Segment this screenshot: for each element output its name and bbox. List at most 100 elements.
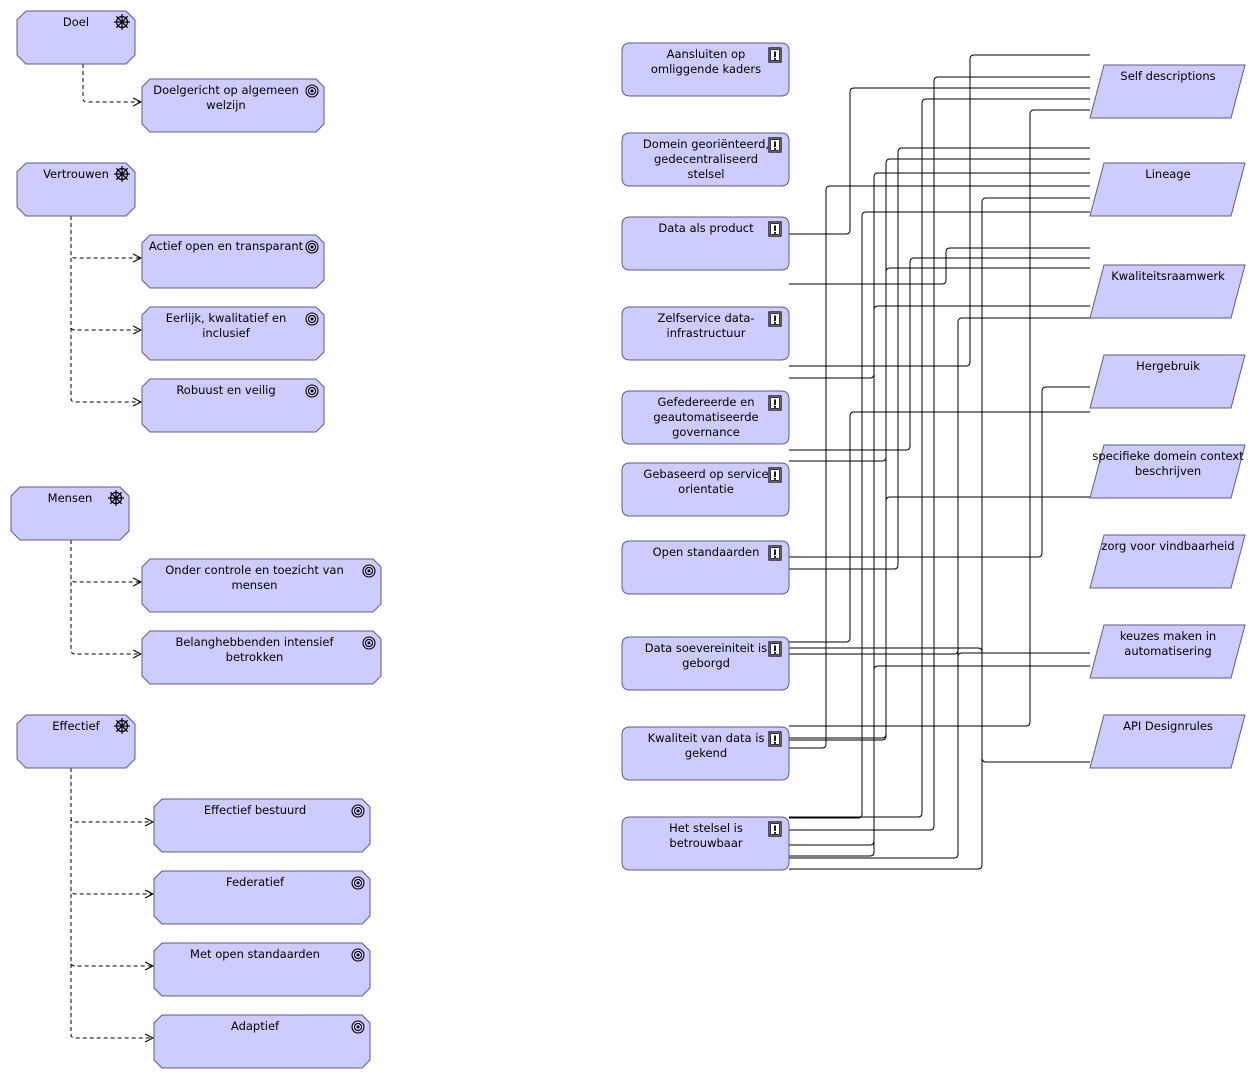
principle-domein[interactable]: Domein georiënteerd,gedecentraliseerdste… — [621, 132, 790, 187]
deliverable-label: keuzes maken in — [1120, 629, 1216, 643]
arrow-head — [144, 889, 155, 899]
realization-connector — [789, 185, 1090, 749]
realization-connector — [789, 647, 1090, 763]
exclamation-icon — [768, 731, 782, 747]
goal-adaptief[interactable]: Adaptief — [153, 1014, 371, 1069]
deliverable-lineage[interactable]: Lineage — [1089, 162, 1246, 217]
driver-label: Vertrouwen — [43, 167, 109, 181]
deliverable-kwaliteitsraamwerk[interactable]: Kwaliteitsraamwerk — [1089, 264, 1246, 319]
goal-label: welzijn — [206, 98, 245, 112]
connection-layer — [70, 54, 1090, 1043]
influence-connector — [70, 540, 141, 583]
driver-effectief[interactable]: Effectief — [16, 714, 136, 769]
realization-connector — [789, 267, 1090, 741]
principle-label: omliggende kaders — [651, 62, 761, 76]
realization-connector — [789, 305, 1090, 846]
influence-connector — [70, 768, 153, 1039]
goal-effectief-bestuurd[interactable]: Effectief bestuurd — [153, 798, 371, 853]
target-icon — [305, 384, 319, 398]
target-icon — [305, 240, 319, 254]
influence-connector — [70, 216, 141, 259]
driver-mensen[interactable]: Mensen — [10, 486, 130, 541]
deliverable-api-designrules[interactable]: API Designrules — [1089, 714, 1246, 769]
arrow-head — [132, 97, 143, 107]
principle-zelfservice[interactable]: Zelfservice data-infrastructuur — [621, 306, 790, 361]
realization-connector — [789, 158, 1090, 462]
target-icon — [362, 636, 376, 650]
goal-label: Effectief bestuurd — [204, 803, 306, 817]
exclamation-icon — [768, 545, 782, 561]
realization-connector — [789, 76, 1090, 831]
realization-connector — [789, 386, 1090, 558]
realization-connector — [789, 98, 1090, 818]
goal-federatief[interactable]: Federatief — [153, 870, 371, 925]
driver-vertrouwen[interactable]: Vertrouwen — [16, 162, 136, 217]
deliverable-self-descriptions[interactable]: Self descriptions — [1089, 64, 1246, 119]
goal-met-open-standaarden[interactable]: Met open standaarden — [153, 942, 371, 997]
goal-label: Met open standaarden — [190, 947, 320, 961]
arrow-head — [132, 649, 143, 659]
realization-connector — [789, 211, 1090, 819]
principle-label: gekend — [685, 746, 727, 760]
principle-label: stelsel — [687, 167, 724, 181]
arrow-head — [132, 325, 143, 335]
principle-label: governance — [672, 425, 740, 439]
deliverable-label: automatisering — [1124, 644, 1211, 658]
goal-label: Eerlijk, kwalitatief en — [166, 311, 287, 325]
target-icon — [362, 564, 376, 578]
principle-open-standaarden[interactable]: Open standaarden — [621, 540, 790, 595]
principle-label: Zelfservice data- — [657, 311, 754, 325]
target-icon — [305, 84, 319, 98]
deliverable-vindbaarheid[interactable]: zorg voor vindbaarheid — [1089, 534, 1246, 589]
target-icon — [351, 876, 365, 890]
arrow-head — [144, 961, 155, 971]
target-icon — [351, 804, 365, 818]
deliverable-label: beschrijven — [1135, 464, 1201, 478]
arrow-head — [132, 577, 143, 587]
realization-connector — [789, 665, 1090, 857]
realization-connector — [789, 172, 1090, 379]
arrow-head — [144, 1033, 155, 1043]
realization-connector — [789, 109, 1090, 727]
realization-connector — [789, 54, 1090, 367]
exclamation-icon — [768, 641, 782, 657]
deliverable-label: Kwaliteitsraamwerk — [1111, 269, 1225, 283]
principle-label: Domein georiënteerd, — [643, 137, 769, 151]
goal-label: Robuust en veilig — [176, 383, 275, 397]
goal-label: mensen — [232, 578, 278, 592]
realization-connector — [789, 247, 1090, 285]
principle-label: geautomatiseerde — [653, 410, 758, 424]
goal-robuust[interactable]: Robuust en veilig — [141, 378, 325, 433]
goal-label: inclusief — [202, 326, 251, 340]
driver-doel[interactable]: Doel — [16, 10, 136, 65]
principle-label: geborgd — [682, 656, 730, 670]
deliverable-label: specifieke domein context — [1092, 449, 1244, 463]
goal-actief[interactable]: Actief open en transparant — [141, 234, 325, 289]
principle-label: infrastructuur — [667, 326, 746, 340]
wheel-icon — [114, 14, 130, 30]
principle-data-product[interactable]: Data als product — [621, 216, 790, 271]
influence-connector — [70, 216, 141, 403]
arrow-head — [144, 817, 155, 827]
realization-connector — [789, 649, 1090, 658]
arrow-head — [132, 397, 143, 407]
deliverable-hergebruik[interactable]: Hergebruik — [1089, 354, 1246, 409]
deliverable-label: Lineage — [1145, 167, 1190, 181]
principle-label: Open standaarden — [653, 545, 760, 559]
arrow-head — [132, 253, 143, 263]
goal-label: Federatief — [226, 875, 285, 889]
principle-label: Aansluiten op — [667, 47, 746, 61]
principle-gefedereerde[interactable]: Gefedereerde engeautomatiseerdegovernanc… — [621, 390, 790, 445]
